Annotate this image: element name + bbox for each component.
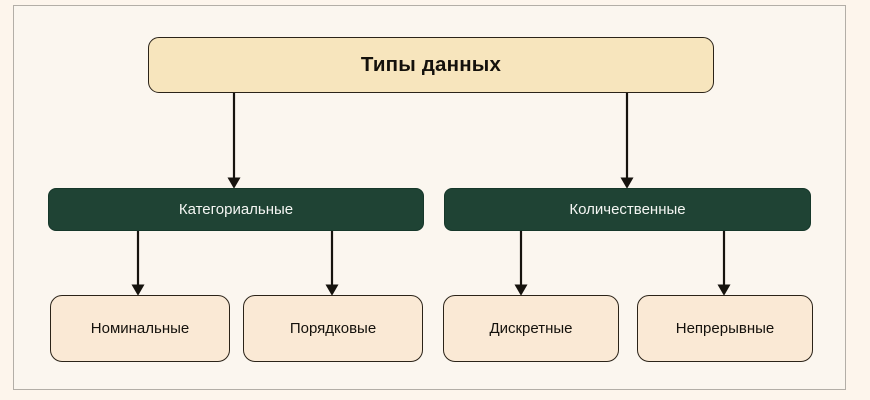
node-discrete-label: Дискретные — [489, 319, 573, 337]
node-continuous-label: Непрерывные — [675, 319, 775, 337]
node-data-types: Типы данных — [148, 37, 714, 93]
node-quantitative: Количественные — [444, 188, 811, 231]
node-categorical: Категориальные — [48, 188, 424, 231]
node-discrete: Дискретные — [443, 295, 619, 362]
node-data-types-label: Типы данных — [360, 53, 502, 77]
node-ordinal: Порядковые — [243, 295, 423, 362]
node-continuous: Непрерывные — [637, 295, 813, 362]
node-nominal: Номинальные — [50, 295, 230, 362]
node-ordinal-label: Порядковые — [289, 319, 377, 337]
node-quantitative-label: Количественные — [569, 200, 686, 218]
node-categorical-label: Категориальные — [178, 200, 294, 218]
node-nominal-label: Номинальные — [90, 319, 190, 337]
